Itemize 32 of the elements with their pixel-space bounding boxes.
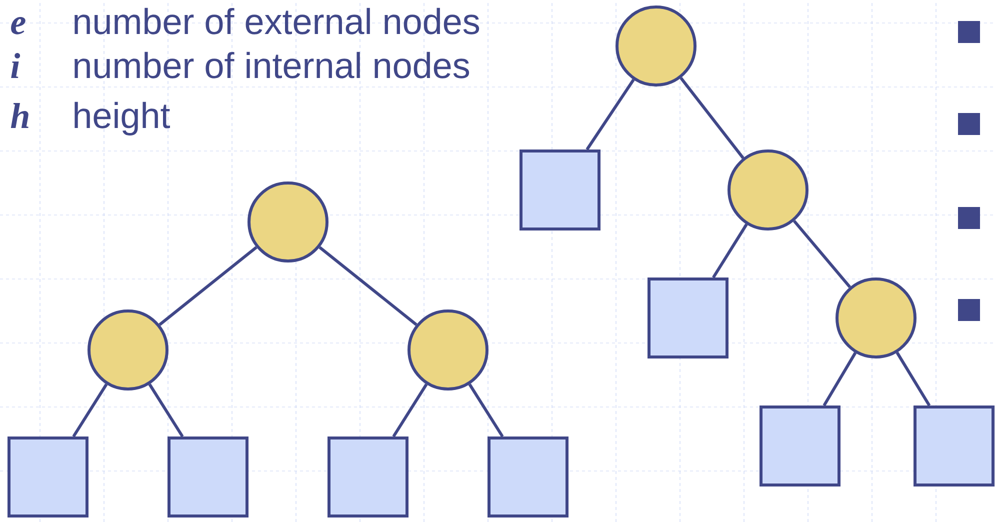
tree-edge bbox=[318, 246, 418, 326]
internal-node-circle bbox=[728, 150, 808, 230]
tree-edge bbox=[792, 220, 852, 288]
tree-edge bbox=[148, 383, 184, 438]
variable-symbol: h bbox=[10, 103, 28, 128]
tree-edge bbox=[712, 224, 748, 278]
definition-text: height bbox=[74, 102, 170, 136]
tree-edge bbox=[468, 383, 504, 438]
variable-symbol: e bbox=[11, 17, 26, 34]
internal-node-circle bbox=[408, 310, 488, 390]
external-node-square bbox=[520, 150, 600, 230]
tree-edge bbox=[822, 352, 857, 406]
external-node-square bbox=[328, 436, 408, 518]
tree-edge bbox=[158, 246, 258, 326]
internal-node-circle bbox=[248, 182, 328, 262]
internal-node-circle bbox=[616, 6, 696, 86]
internal-node-circle bbox=[836, 278, 917, 358]
definition-text: number of internal nodes bbox=[74, 52, 470, 78]
tree-edge bbox=[392, 383, 428, 438]
tree-edge bbox=[586, 78, 635, 150]
external-node-square bbox=[914, 406, 995, 486]
external-node-square bbox=[648, 278, 728, 358]
variable-symbol: i bbox=[11, 53, 20, 78]
external-node-square bbox=[488, 436, 568, 518]
internal-node-circle bbox=[88, 310, 168, 390]
external-node-square bbox=[168, 436, 248, 518]
external-node-square bbox=[760, 406, 840, 486]
tree-edge bbox=[896, 352, 931, 406]
tree-edge bbox=[680, 77, 744, 159]
external-node-square bbox=[8, 436, 88, 518]
definition-text: number of external nodes bbox=[74, 8, 480, 34]
tree-edge bbox=[72, 383, 108, 438]
